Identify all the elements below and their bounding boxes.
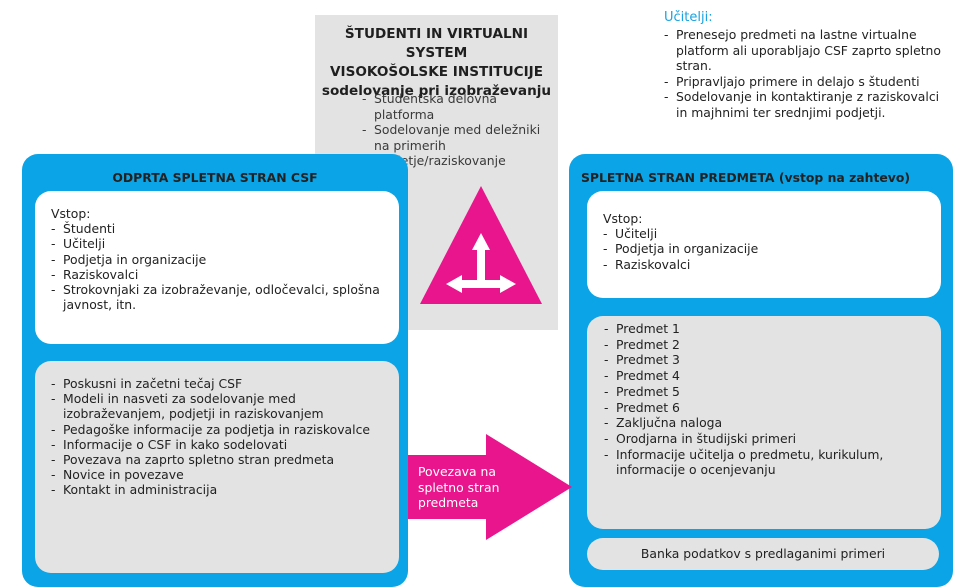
feature-item: Novice in povezave: [51, 467, 391, 482]
subject-item: Predmet 2: [604, 337, 934, 353]
subject-item: Predmet 1: [604, 321, 934, 337]
subject-item: Informacije učitelja o predmetu, kurikul…: [604, 447, 934, 478]
center-title: ŠTUDENTI IN VIRTUALNI SYSTEM VISOKOŠOLSK…: [315, 25, 558, 101]
link-arrow-label: Povezava na spletno stran predmeta: [418, 464, 528, 511]
teachers-item: Prenesejo predmeti na lastne virtualne p…: [664, 27, 953, 74]
access-list: Učitelji Podjetja in organizacije Razisk…: [603, 226, 933, 272]
feature-item: Poskusni in začetni tečaj CSF: [51, 376, 391, 391]
feature-item: Informacije o CSF in kako sodelovati: [51, 437, 391, 452]
center-title-line-1: ŠTUDENTI IN VIRTUALNI SYSTEM: [344, 26, 529, 61]
teachers-list: Prenesejo predmeti na lastne virtualne p…: [664, 27, 953, 121]
feature-item: Modeli in nasveti za sodelovanje med izo…: [51, 391, 391, 421]
link-arrow-shape: [408, 434, 572, 540]
teachers-title: Učitelji:: [664, 10, 713, 25]
access-item: Podjetja in organizacije: [51, 252, 391, 267]
access-item: Strokovnjaki za izobraževanje, odločeval…: [51, 282, 391, 312]
access-item: Učitelji: [51, 236, 391, 251]
open-website-title: ODPRTA SPLETNA STRAN CSF: [112, 170, 318, 185]
three-way-arrows-icon: [446, 233, 516, 293]
subject-item: Predmet 4: [604, 368, 934, 384]
subject-website-title: SPLETNA STRAN PREDMETA (vstop na zahtevo…: [581, 170, 911, 185]
feature-item: Povezava na zaprto spletno stran predmet…: [51, 452, 391, 467]
access-item: Raziskovalci: [603, 257, 933, 272]
access-list: Študenti Učitelji Podjetja in organizaci…: [51, 221, 391, 312]
access-item: Raziskovalci: [51, 267, 391, 282]
subjects-list: Predmet 1 Predmet 2 Predmet 3 Predmet 4 …: [604, 321, 934, 478]
teachers-item: Pripravljajo primere in delajo s študent…: [664, 74, 953, 90]
link-arrow: [408, 434, 572, 540]
feature-item: Pedagoške informacije za podjetja in raz…: [51, 422, 391, 437]
subject-item: Orodjarna in študijski primeri: [604, 431, 934, 447]
link-label-line-2: spletno stran: [418, 479, 500, 495]
link-label-line-3: predmeta: [418, 495, 479, 510]
access-label: Vstop:: [51, 206, 91, 221]
open-website-access-content: Vstop: Študenti Učitelji Podjetja in org…: [51, 206, 391, 312]
center-title-line-2: VISOKOŠOLSKE INSTITUCIJE: [330, 64, 543, 80]
center-list-item: Študentska delovna platforma: [362, 91, 554, 122]
databank-box: Banka podatkov s predlaganimi primeri: [587, 538, 939, 570]
access-label: Vstop:: [603, 211, 643, 226]
access-item: Učitelji: [603, 226, 933, 241]
feature-item: Kontakt in administracija: [51, 482, 391, 497]
subject-item: Zaključna naloga: [604, 415, 934, 431]
teachers-note: Učitelji: Prenesejo predmeti na lastne v…: [664, 10, 953, 121]
subject-item: Predmet 5: [604, 384, 934, 400]
link-label-line-1: Povezava na: [418, 464, 496, 479]
teachers-item: Sodelovanje in kontaktiranje z raziskova…: [664, 89, 953, 120]
subject-item: Predmet 3: [604, 352, 934, 368]
collaboration-triangle: [420, 186, 542, 304]
subject-website-access-content: Vstop: Učitelji Podjetja in organizacije…: [603, 211, 933, 272]
open-website-features-list: Poskusni in začetni tečaj CSF Modeli in …: [51, 376, 391, 498]
access-item: Podjetja in organizacije: [603, 241, 933, 256]
subject-item: Predmet 6: [604, 400, 934, 416]
access-item: Študenti: [51, 221, 391, 236]
